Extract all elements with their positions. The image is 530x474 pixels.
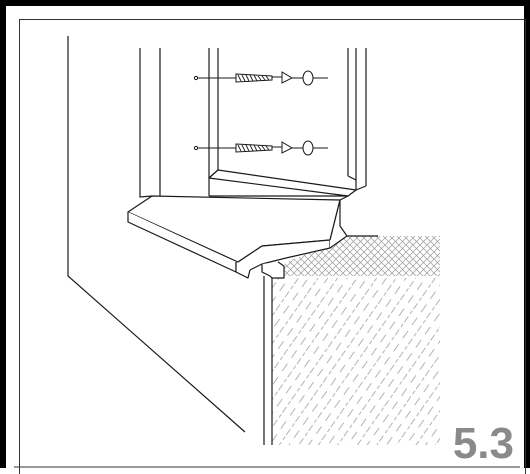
wall-outline: [67, 36, 246, 433]
masonry-wall: [263, 276, 440, 445]
screw-lower: [193, 140, 328, 156]
figure-number: 5.3: [452, 419, 514, 468]
window-sill: [127, 169, 357, 279]
window-frame: [208, 48, 367, 191]
insulation-layer: [278, 235, 440, 276]
figure-inner-border: [19, 19, 526, 474]
screw-upper: [193, 70, 328, 86]
